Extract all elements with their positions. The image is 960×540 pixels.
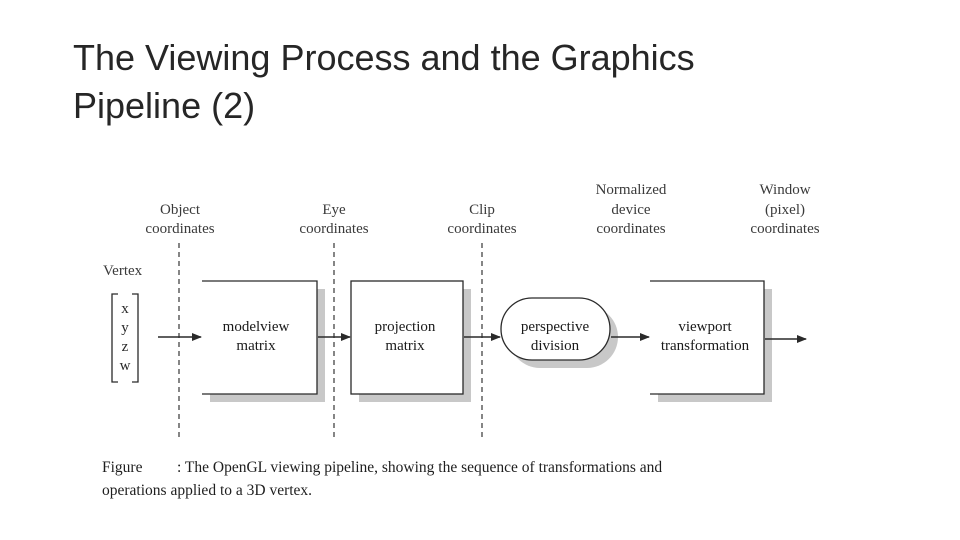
- svg-text:Normalized: Normalized: [596, 182, 667, 198]
- coord-label-ndc: Normalized device coordinates: [596, 182, 667, 237]
- coord-label-eye: Eye coordinates: [299, 202, 368, 237]
- vertex-y: y: [121, 320, 129, 336]
- coord-label-clip: Clip coordinates: [447, 202, 516, 237]
- vertex-w: w: [120, 358, 131, 374]
- title-line-1: The Viewing Process and the Graphics: [73, 37, 695, 78]
- svg-text:projection: projection: [375, 319, 436, 335]
- figure-caption: Figure : The OpenGL viewing pipeline, sh…: [102, 459, 662, 499]
- caption-line-2: operations applied to a 3D vertex.: [102, 482, 312, 499]
- viewport-transformation-box: viewport transformation: [650, 280, 772, 402]
- caption-line-1: : The OpenGL viewing pipeline, showing t…: [177, 459, 662, 476]
- vertex-x: x: [121, 301, 129, 317]
- svg-text:Window: Window: [759, 182, 810, 198]
- svg-text:(pixel): (pixel): [765, 202, 805, 218]
- coord-label-window: Window (pixel) coordinates: [750, 182, 819, 237]
- slide-title: The Viewing Process and the Graphics Pip…: [73, 34, 893, 130]
- svg-text:division: division: [531, 338, 580, 354]
- svg-text:coordinates: coordinates: [596, 221, 665, 237]
- svg-text:perspective: perspective: [521, 319, 590, 335]
- svg-text:coordinates: coordinates: [145, 221, 214, 237]
- caption-prefix: Figure: [102, 459, 143, 476]
- svg-text:coordinates: coordinates: [299, 221, 368, 237]
- svg-text:transformation: transformation: [661, 338, 750, 354]
- svg-text:coordinates: coordinates: [750, 221, 819, 237]
- svg-text:coordinates: coordinates: [447, 221, 516, 237]
- svg-text:matrix: matrix: [236, 338, 276, 354]
- title-line-2: Pipeline (2): [73, 85, 256, 126]
- projection-matrix-box: projection matrix: [350, 280, 471, 402]
- perspective-division-node: perspective division: [500, 297, 618, 368]
- svg-text:viewport: viewport: [678, 319, 732, 335]
- vertex-vector: x y z w: [111, 293, 139, 383]
- svg-text:Eye: Eye: [322, 202, 346, 218]
- svg-text:Clip: Clip: [469, 202, 495, 218]
- svg-text:matrix: matrix: [385, 338, 425, 354]
- svg-text:Object: Object: [160, 202, 201, 218]
- vertex-label: Vertex: [103, 263, 143, 279]
- svg-text:modelview: modelview: [223, 319, 290, 335]
- svg-text:device: device: [611, 202, 650, 218]
- coord-label-object: Object coordinates: [145, 202, 214, 237]
- modelview-matrix-box: modelview matrix: [202, 280, 325, 402]
- vertex-z: z: [122, 339, 129, 355]
